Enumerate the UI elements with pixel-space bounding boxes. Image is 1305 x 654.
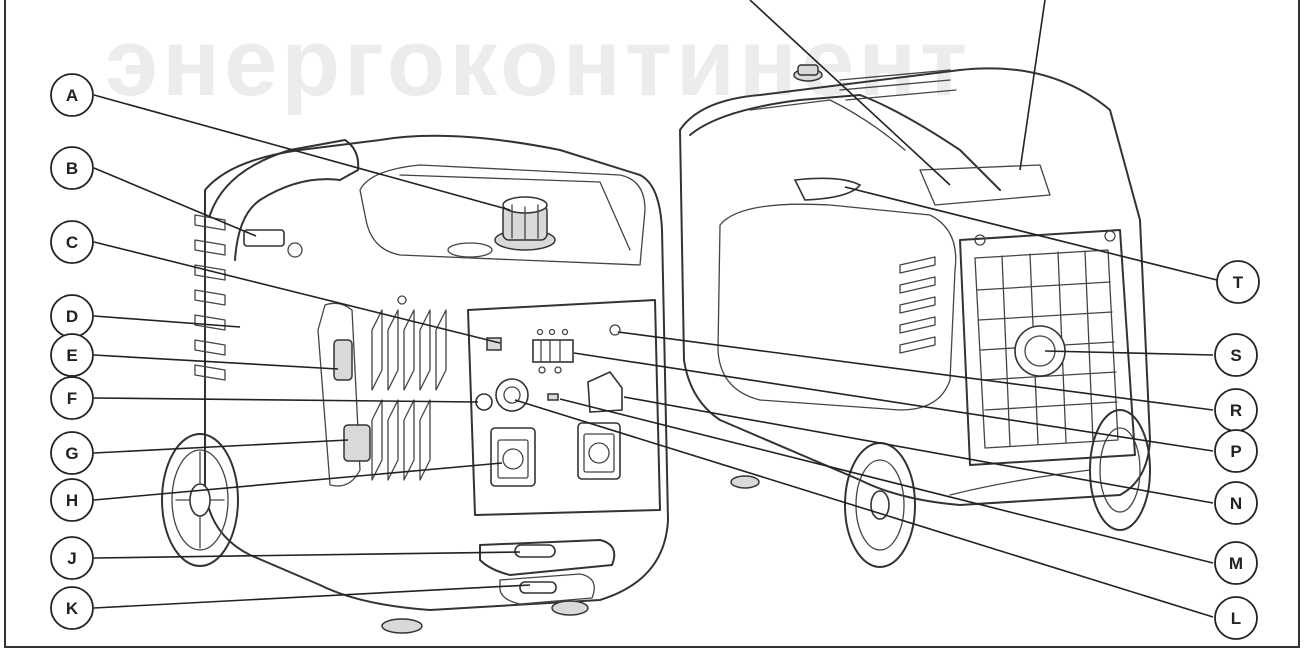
callout-n: N (1214, 481, 1258, 525)
callout-m: M (1214, 541, 1258, 585)
leader-offpage-1 (749, 0, 951, 186)
right-generator (679, 64, 1151, 568)
callout-labels: A B C D E F G H J K T S R P N M L (50, 73, 1260, 640)
fuel-cap (494, 196, 556, 251)
callout-circle (50, 536, 94, 580)
leader-m (559, 398, 1214, 564)
callout-circle (50, 376, 94, 420)
callout-letter: P (1230, 442, 1241, 461)
callout-letter: G (65, 444, 78, 463)
callout-circle (50, 333, 94, 377)
leader-e (93, 354, 339, 370)
callout-letter: S (1230, 346, 1241, 365)
left-side-vents (194, 214, 226, 381)
left-wheel (161, 433, 239, 567)
leader-d (93, 315, 241, 328)
control-panel (467, 299, 661, 516)
callout-letter: R (1230, 401, 1242, 420)
callout-circle (50, 431, 94, 475)
callout-circle (50, 478, 94, 522)
front-grille (959, 229, 1136, 466)
leader-p (573, 352, 1214, 452)
right-side-vents (899, 256, 936, 354)
callout-circle (1214, 429, 1258, 473)
leader-j (93, 551, 521, 559)
leader-t (844, 186, 1218, 281)
leader-f (93, 397, 479, 403)
callout-circle (1214, 481, 1258, 525)
callout-k: K (50, 586, 94, 630)
callout-letter: K (66, 599, 79, 618)
callout-d: D (50, 294, 94, 338)
left-generator (161, 134, 669, 634)
callout-letter: L (1231, 609, 1241, 628)
leader-b (93, 167, 257, 237)
callout-letter: N (1230, 494, 1242, 513)
leader-r (617, 331, 1214, 411)
callout-g: G (50, 431, 94, 475)
callout-circle (50, 146, 94, 190)
callout-circle (1214, 596, 1258, 640)
callout-s: S (1214, 333, 1258, 377)
callout-l: L (1214, 596, 1258, 640)
callout-letter: M (1229, 554, 1243, 573)
leader-h (93, 462, 503, 501)
callout-circle (1214, 541, 1258, 585)
callout-letter: J (67, 549, 76, 568)
callout-circle (50, 73, 94, 117)
leader-c (93, 241, 501, 344)
leader-s (1044, 350, 1214, 356)
callout-r: R (1214, 388, 1258, 432)
callout-f: F (50, 376, 94, 420)
callout-letter: T (1233, 273, 1244, 292)
callout-circle (1216, 260, 1260, 304)
callout-letter: C (66, 233, 78, 252)
callout-letter: B (66, 159, 78, 178)
callout-e: E (50, 333, 94, 377)
callout-circle (1214, 333, 1258, 377)
leader-offpage-2 (1019, 0, 1046, 171)
callout-circle (50, 220, 94, 264)
leader-n (623, 396, 1214, 504)
callout-a: A (50, 73, 94, 117)
leader-l (514, 399, 1214, 618)
callout-p: P (1214, 429, 1258, 473)
callout-letter: H (66, 491, 78, 510)
callout-letter: E (66, 346, 77, 365)
leader-a (93, 94, 511, 211)
callout-t: T (1216, 260, 1260, 304)
callout-circle (50, 586, 94, 630)
leader-g (93, 439, 349, 454)
leader-k (93, 584, 531, 609)
leader-lines (93, 0, 1218, 618)
callout-letter: D (66, 307, 78, 326)
callout-letter: F (67, 389, 77, 408)
callout-letter: A (66, 86, 78, 105)
callout-h: H (50, 478, 94, 522)
callout-j: J (50, 536, 94, 580)
callout-b: B (50, 146, 94, 190)
callout-c: C (50, 220, 94, 264)
center-vents (371, 309, 447, 481)
diagram-frame (4, 0, 1300, 648)
